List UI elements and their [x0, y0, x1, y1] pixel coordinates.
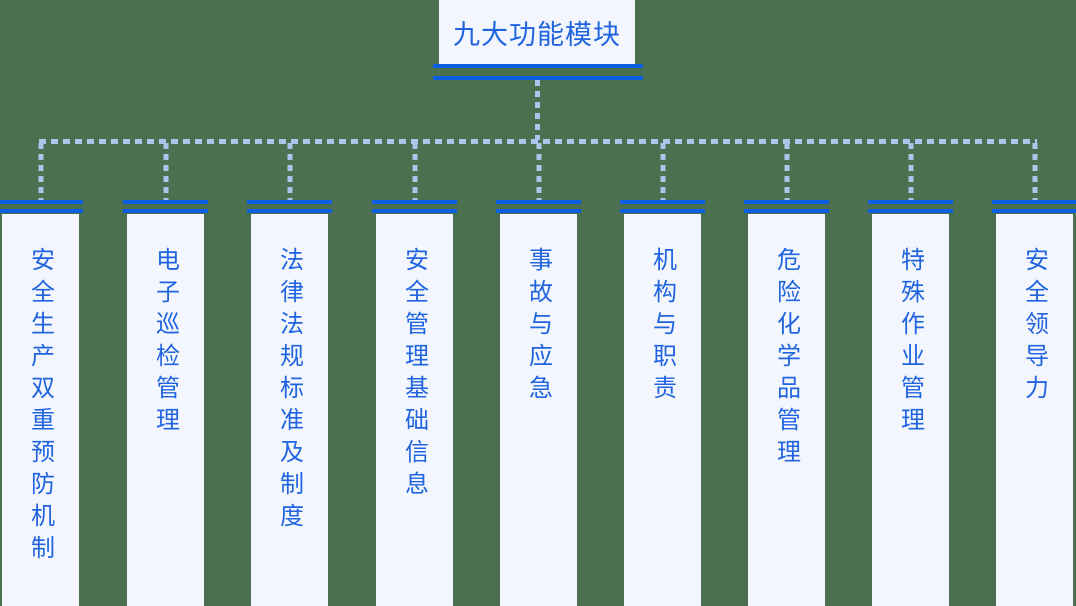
column-label: 特殊作业管理 — [896, 247, 925, 439]
column-cap-top — [868, 200, 953, 204]
drop-connector — [287, 143, 292, 200]
column-panel: 法律法规标准及制度 — [251, 214, 328, 606]
column-cap-top — [247, 200, 332, 204]
module-column-7: 危险化学品管理 — [744, 143, 829, 606]
trunk-connector — [535, 80, 540, 140]
column-panel: 特殊作业管理 — [872, 214, 949, 606]
module-column-2: 电子巡检管理 — [123, 143, 208, 606]
module-column-8: 特殊作业管理 — [868, 143, 953, 606]
column-label: 安全领导力 — [1020, 247, 1049, 407]
drop-connector — [412, 143, 417, 200]
module-column-9: 安全领导力 — [992, 143, 1076, 606]
column-panel: 安全管理基础信息 — [376, 214, 453, 606]
column-cap-bottom — [123, 209, 208, 213]
column-cap-bottom — [0, 209, 83, 213]
root-underline-bottom — [433, 76, 643, 80]
column-cap-bottom — [247, 209, 332, 213]
column-panel: 事故与应急 — [500, 214, 577, 606]
column-cap-bottom — [620, 209, 705, 213]
drop-connector — [660, 143, 665, 200]
rail-connector — [39, 139, 1037, 144]
drop-connector — [1032, 143, 1037, 200]
column-label: 事故与应急 — [524, 247, 553, 407]
column-label: 法律法规标准及制度 — [275, 247, 304, 535]
column-label: 安全管理基础信息 — [400, 247, 429, 503]
module-column-3: 法律法规标准及制度 — [247, 143, 332, 606]
column-cap-bottom — [868, 209, 953, 213]
column-cap-top — [0, 200, 83, 204]
column-cap-top — [496, 200, 581, 204]
column-cap-bottom — [992, 209, 1076, 213]
root-underline-top — [433, 64, 643, 68]
column-cap-top — [744, 200, 829, 204]
column-label: 危险化学品管理 — [772, 247, 801, 471]
root-node-label: 九大功能模块 — [453, 19, 621, 51]
drop-connector — [908, 143, 913, 200]
column-label: 安全生产双重预防机制 — [26, 247, 55, 567]
root-node: 九大功能模块 — [439, 0, 635, 64]
column-cap-top — [123, 200, 208, 204]
column-label: 电子巡检管理 — [151, 247, 180, 439]
module-column-4: 安全管理基础信息 — [372, 143, 457, 606]
column-panel: 安全领导力 — [996, 214, 1073, 606]
column-label: 机构与职责 — [648, 247, 677, 407]
column-cap-top — [620, 200, 705, 204]
drop-connector — [784, 143, 789, 200]
column-panel: 机构与职责 — [624, 214, 701, 606]
column-cap-top — [372, 200, 457, 204]
column-panel: 电子巡检管理 — [127, 214, 204, 606]
module-column-6: 机构与职责 — [620, 143, 705, 606]
column-cap-top — [992, 200, 1076, 204]
column-cap-bottom — [372, 209, 457, 213]
module-column-5: 事故与应急 — [496, 143, 581, 606]
column-cap-bottom — [496, 209, 581, 213]
module-column-1: 安全生产双重预防机制 — [0, 143, 83, 606]
drop-connector — [163, 143, 168, 200]
drop-connector — [38, 143, 43, 200]
column-cap-bottom — [744, 209, 829, 213]
column-panel: 安全生产双重预防机制 — [2, 214, 79, 606]
column-panel: 危险化学品管理 — [748, 214, 825, 606]
drop-connector — [536, 143, 541, 200]
